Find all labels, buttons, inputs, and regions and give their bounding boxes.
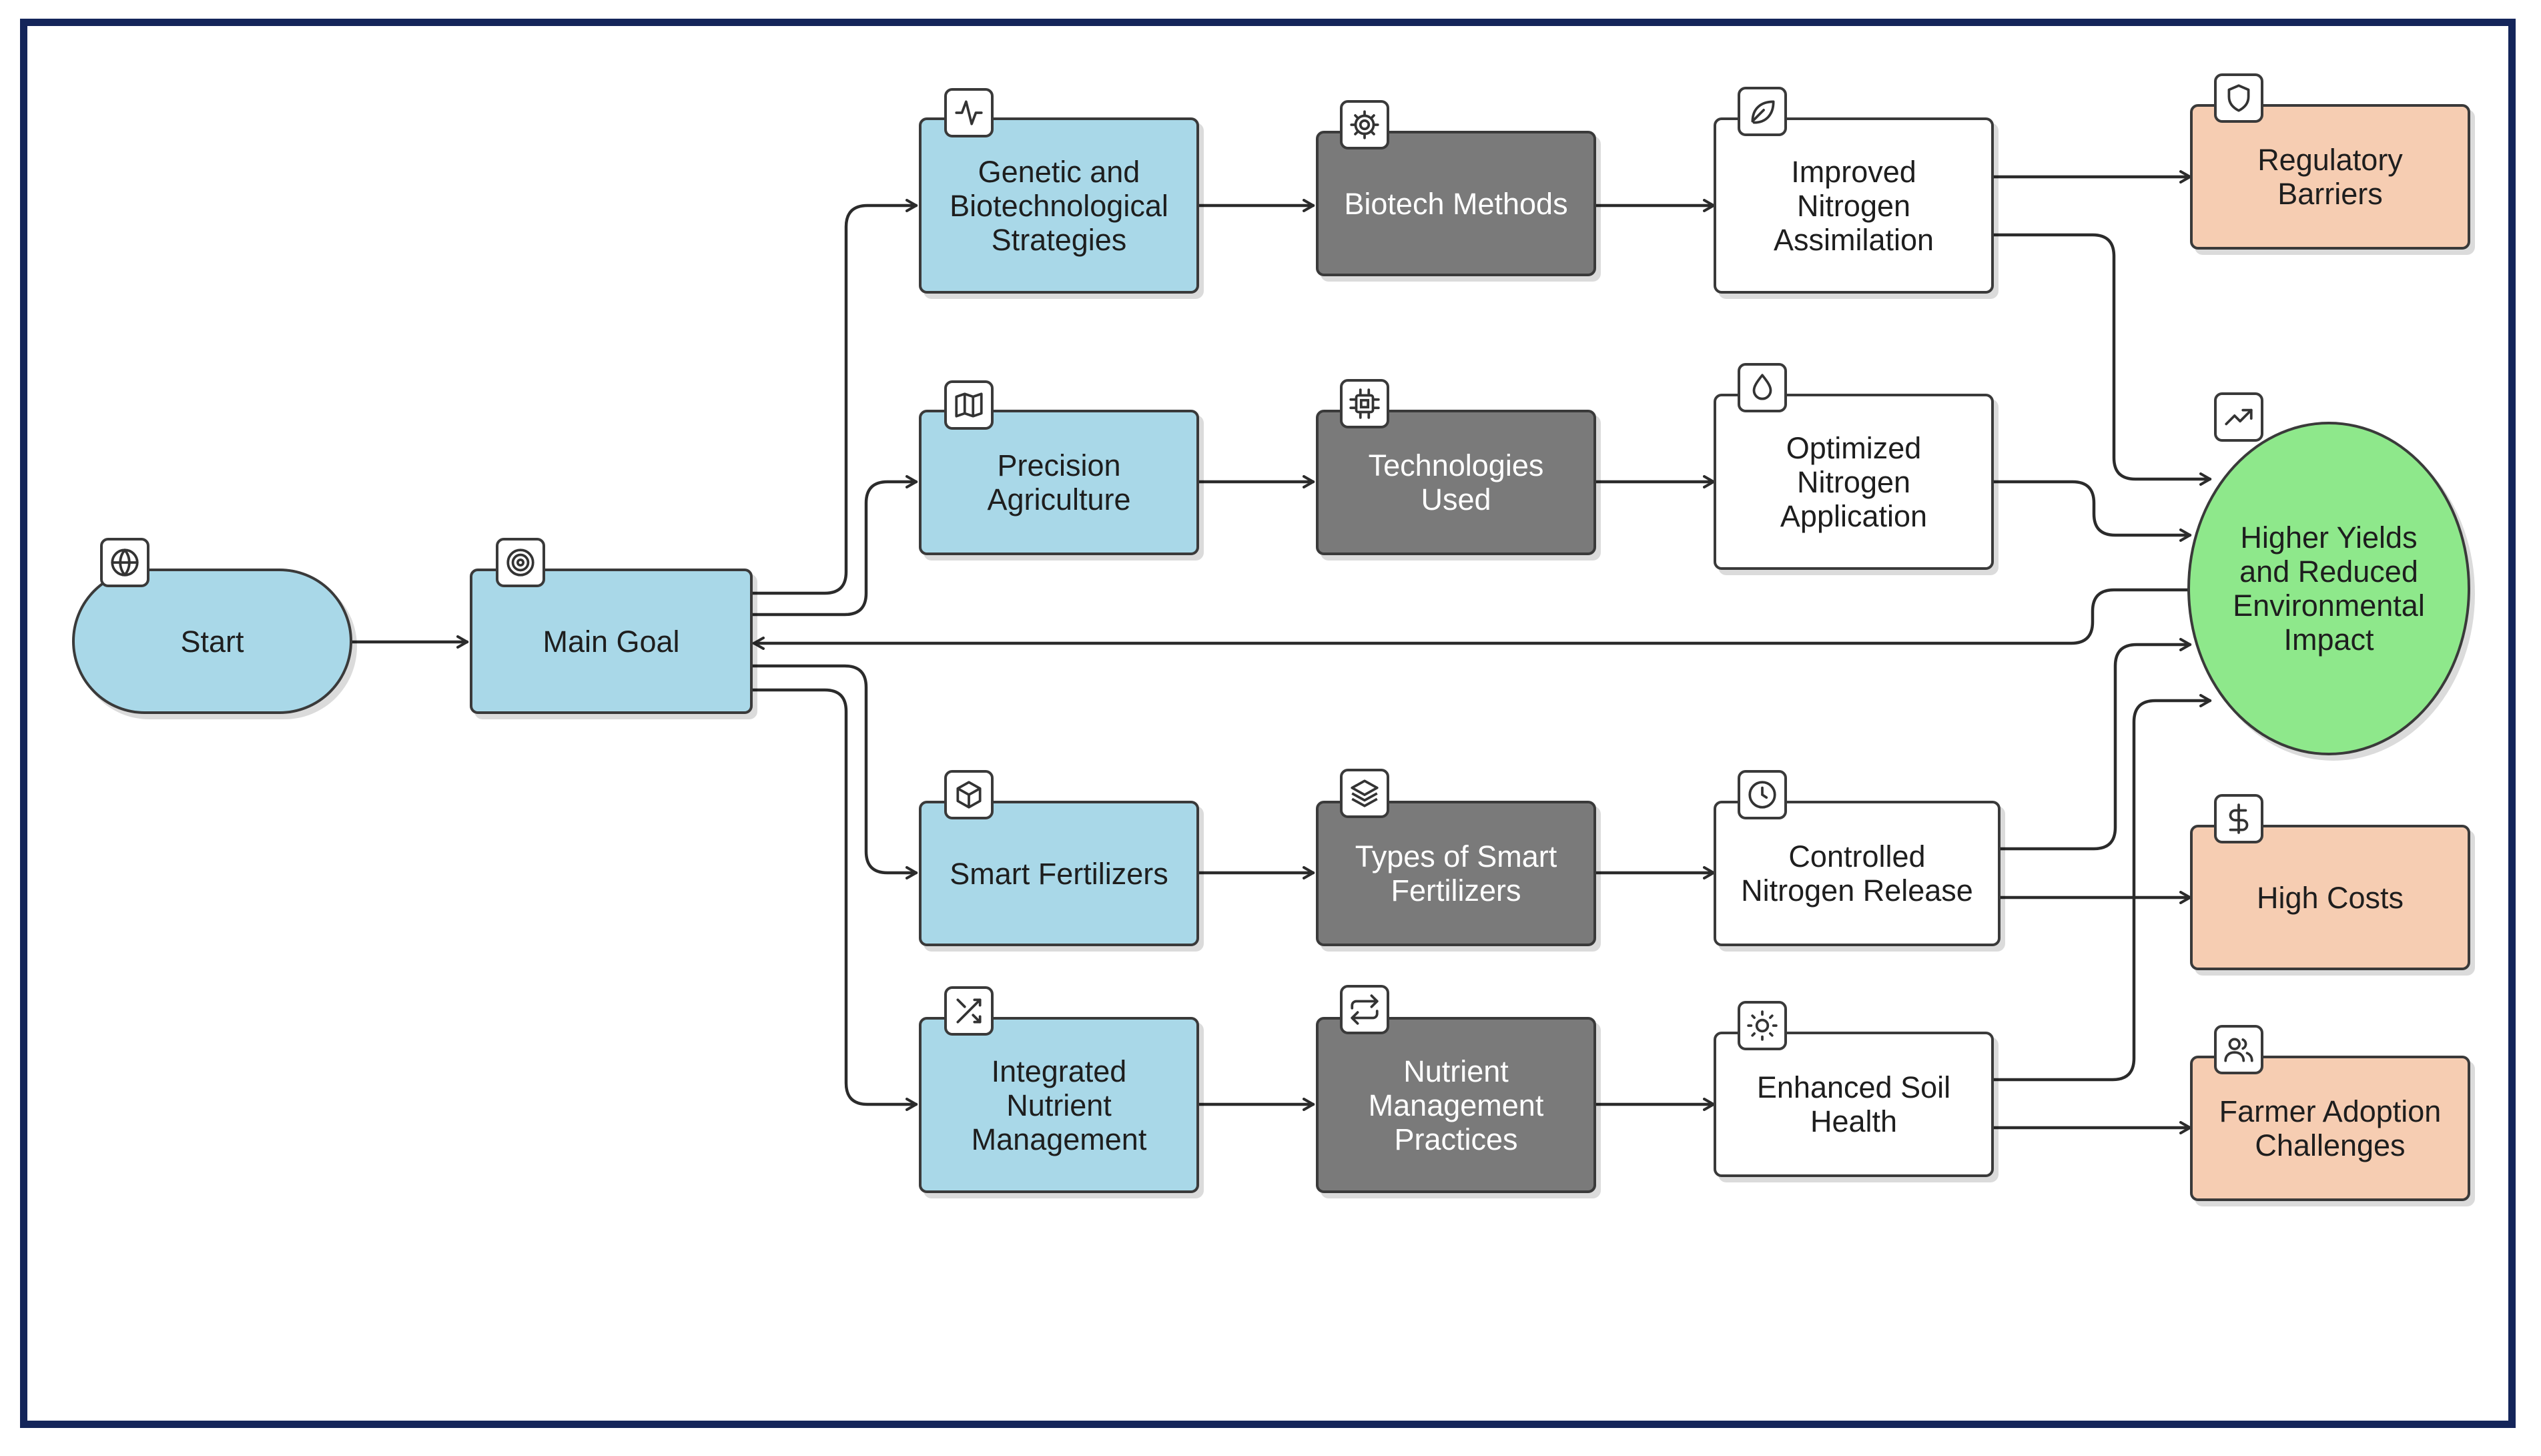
improved-nitrogen-assimilation-node[interactable]: Improved Nitrogen Assimilation (1714, 117, 1994, 294)
trending-up-icon (2214, 392, 2263, 442)
types-of-smart-fertilizers-node[interactable]: Types of Smart Fertilizers (1316, 801, 1596, 946)
edge-main-goal-smart-fertilizers (751, 664, 918, 879)
repeat-icon (1340, 985, 1389, 1034)
optimized-nitrogen-application-node[interactable]: Optimized Nitrogen Application (1714, 394, 1994, 570)
gear-icon (1340, 100, 1389, 149)
layers-icon (1340, 769, 1389, 818)
biotech-methods-node[interactable]: Biotech Methods (1316, 131, 1596, 276)
edge-soil-higher-yields (1992, 694, 2212, 1082)
nutrient-management-practices-node[interactable]: Nutrient Management Practices (1316, 1017, 1596, 1193)
farmer-adoption-challenges-node[interactable]: Farmer Adoption Challenges (2190, 1056, 2470, 1201)
edge-main-goal-integrated (751, 688, 918, 1111)
target-icon (496, 538, 545, 587)
edge-main-goal-precision (751, 475, 918, 617)
regulatory-barriers-node[interactable]: Regulatory Barriers (2190, 104, 2470, 250)
edge-assimilation-higher-yields (1992, 233, 2212, 486)
genetic-biotech-strategies-node[interactable]: Genetic and Biotechnological Strategies (919, 117, 1199, 294)
high-costs-node[interactable]: High Costs (2190, 825, 2470, 970)
chip-icon (1340, 379, 1389, 428)
controlled-nitrogen-release-node[interactable]: Controlled Nitrogen Release (1714, 801, 2001, 946)
diagram-frame (20, 19, 2516, 1428)
integrated-nutrient-management-node[interactable]: Integrated Nutrient Management (919, 1017, 1199, 1193)
clock-icon (1738, 770, 1787, 819)
droplet-icon (1738, 363, 1787, 412)
precision-agriculture-node[interactable]: Precision Agriculture (919, 410, 1199, 555)
package-icon (944, 770, 994, 819)
enhanced-soil-health-node[interactable]: Enhanced Soil Health (1714, 1032, 1994, 1177)
leaf-icon (1738, 87, 1787, 136)
edge-release-higher-yields (1999, 638, 2192, 851)
map-icon (944, 380, 994, 430)
smart-fertilizers-node[interactable]: Smart Fertilizers (919, 801, 1199, 946)
main-goal-node[interactable]: Main Goal (470, 569, 753, 714)
users-icon (2214, 1025, 2263, 1074)
technologies-used-node[interactable]: Technologies Used (1316, 410, 1596, 555)
globe-icon (100, 538, 149, 587)
shuffle-icon (944, 986, 994, 1036)
edge-application-higher-yields (1992, 480, 2192, 542)
activity-icon (944, 88, 994, 137)
higher-yields-node[interactable]: Higher Yields and Reduced Environmental … (2187, 422, 2470, 755)
shield-icon (2214, 73, 2263, 123)
start-node[interactable]: Start (72, 569, 352, 714)
edge-higher-yields-main-goal (752, 588, 2192, 650)
dollar-icon (2214, 794, 2263, 843)
sun-icon (1738, 1001, 1787, 1050)
edge-main-goal-genetic (751, 199, 918, 595)
